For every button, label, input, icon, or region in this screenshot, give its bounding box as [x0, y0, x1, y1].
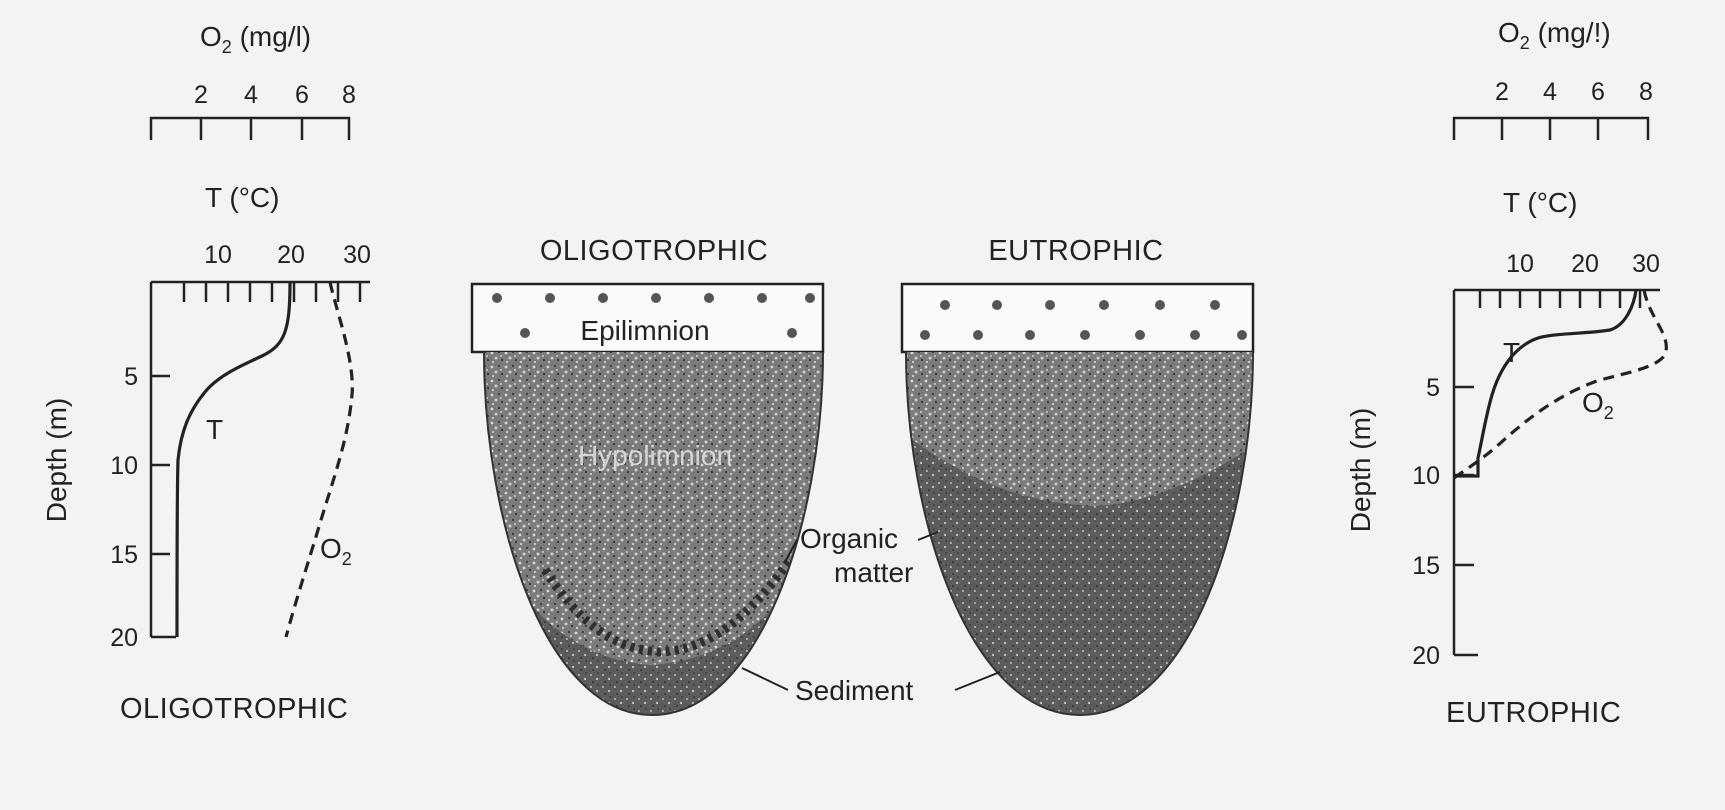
eutrophic-lake: EUTROPHIC: [900, 235, 1260, 715]
right-o2-curve-label: O2: [1582, 387, 1614, 423]
right-o2-tick: 2: [1495, 78, 1509, 106]
oligotrophic-lake: OLIGOTROPHIC Epilimnion Hypolimnion: [470, 235, 840, 760]
left-depth-label: Depth (m): [41, 398, 72, 522]
sediment-leader-right: [955, 672, 1000, 690]
right-caption: EUTROPHIC: [1446, 697, 1621, 729]
left-o2-tick: 6: [295, 81, 309, 109]
right-o2-tick: 8: [1639, 78, 1653, 106]
right-t-tick: 10: [1506, 250, 1534, 278]
right-t-curve-label: T: [1503, 337, 1520, 368]
left-profile: O2 (mg/l) 2 4 6 8 T (°C) 10 20 30 5 10 1…: [41, 21, 371, 725]
right-t-tick: 20: [1571, 250, 1599, 278]
right-o2-axis: 2 4 6 8: [1454, 78, 1653, 140]
epilimnion-label: Epilimnion: [580, 315, 709, 346]
sediment-label: Sediment: [795, 675, 914, 706]
left-o2-tick: 2: [194, 81, 208, 109]
left-depth-tick: 15: [110, 541, 138, 569]
right-t-tick: 30: [1632, 250, 1660, 278]
left-depth-tick: 10: [110, 452, 138, 480]
right-o2-curve: [1454, 290, 1666, 478]
left-o2-axis-title: O2 (mg/l): [200, 21, 311, 57]
left-o2-tick: 8: [342, 81, 356, 109]
oligotrophic-hypolimnion: [484, 352, 823, 715]
left-caption: OLIGOTROPHIC: [120, 693, 348, 725]
right-o2-axis-title: O2 (mg/!): [1498, 17, 1611, 53]
left-t-curve-label: T: [206, 414, 223, 445]
right-o2-tick: 4: [1543, 78, 1557, 106]
left-o2-axis: 2 4 6 8: [151, 81, 356, 140]
left-t-axis-title: T (°C): [205, 182, 279, 213]
left-t-tick: 10: [204, 241, 232, 269]
right-depth-tick: 5: [1426, 374, 1440, 402]
left-depth-tick: 20: [110, 624, 138, 652]
left-depth-tick: 5: [124, 363, 138, 391]
hypolimnion-label: Hypolimnion: [578, 440, 732, 471]
organic-matter-label: Organic: [800, 523, 898, 554]
oligotrophic-lake-title: OLIGOTROPHIC: [540, 235, 768, 267]
right-depth-axis: 5 10 15 20 Depth (m): [1345, 290, 1478, 670]
right-o2-tick: 6: [1591, 78, 1605, 106]
right-depth-tick: 20: [1412, 642, 1440, 670]
left-depth-axis: 5 10 15 20 Depth (m): [41, 282, 176, 652]
left-o2-curve: [286, 282, 352, 637]
right-profile: O2 (mg/!) 2 4 6 8 T (°C) 10 20 30 5 10 1…: [1345, 17, 1666, 729]
eutrophic-lake-title: EUTROPHIC: [988, 235, 1163, 267]
right-depth-label: Depth (m): [1345, 408, 1376, 532]
organic-matter-label-line2: matter: [834, 557, 913, 588]
left-o2-curve-label: O2: [320, 533, 352, 569]
left-t-axis: 10 20 30: [151, 241, 371, 302]
left-t-tick: 20: [277, 241, 305, 269]
left-o2-tick: 4: [244, 81, 258, 109]
left-temperature-curve: [177, 282, 290, 637]
sediment-leader-left: [742, 668, 788, 690]
left-t-tick: 30: [343, 241, 371, 269]
right-t-axis-title: T (°C): [1503, 187, 1577, 218]
right-temperature-curve: [1454, 290, 1636, 476]
eutrophic-epilimnion-layer: [902, 284, 1253, 352]
right-t-axis: 10 20 30: [1454, 250, 1660, 308]
right-depth-tick: 10: [1412, 462, 1440, 490]
right-depth-tick: 15: [1412, 552, 1440, 580]
